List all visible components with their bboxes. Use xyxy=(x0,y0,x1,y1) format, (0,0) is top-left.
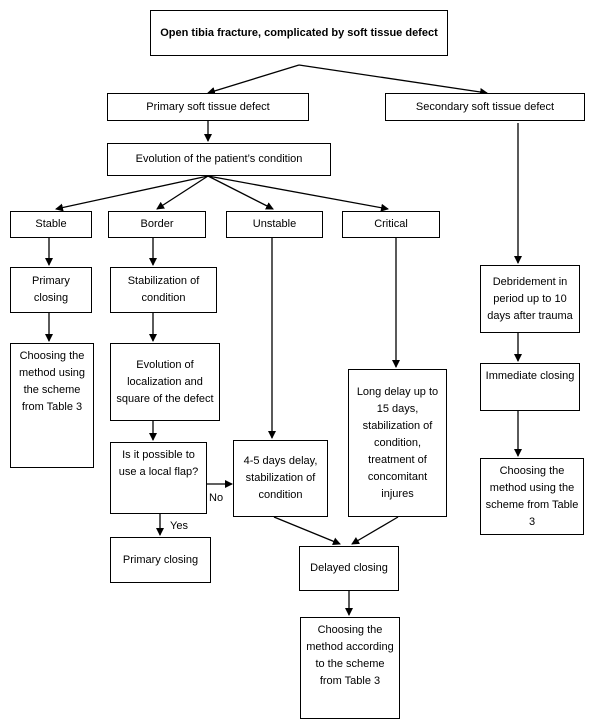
arrow-evolution-to-unstable xyxy=(207,175,274,210)
node-choosing-table3-stable: Choosing the method using the scheme fro… xyxy=(10,343,94,468)
node-evolution-localization: Evolution of localization and square of … xyxy=(110,343,220,421)
arrow-evolution-to-border xyxy=(156,175,209,210)
node-delayed-closing: Delayed closing xyxy=(299,546,399,591)
node-primary-closing-yes: Primary closing xyxy=(110,537,211,583)
node-unstable: Unstable xyxy=(226,211,323,238)
node-choosing-table3-delayed: Choosing the method according to the sch… xyxy=(300,617,400,719)
node-choosing-table3-secondary: Choosing the method using the scheme fro… xyxy=(480,458,584,535)
node-border: Border xyxy=(108,211,206,238)
node-stabilization-of-condition: Stabilization of condition xyxy=(110,267,217,313)
node-evolution-condition: Evolution of the patient’s condition xyxy=(107,143,331,176)
edge-label-no: No xyxy=(209,492,224,504)
node-critical: Critical xyxy=(342,211,440,238)
arrow-long-delay-to-delayed-closing xyxy=(351,516,399,545)
arrow-evolution-to-stable xyxy=(55,175,209,212)
node-secondary-defect: Secondary soft tissue defect xyxy=(385,93,585,121)
edge-label-yes: Yes xyxy=(170,520,188,532)
arrow-evolution-to-critical xyxy=(207,175,389,212)
arrow-root-to-secondary xyxy=(298,64,488,96)
node-stable: Stable xyxy=(10,211,92,238)
node-primary-defect: Primary soft tissue defect xyxy=(107,93,309,121)
node-root: Open tibia fracture, complicated by soft… xyxy=(150,10,448,56)
arrow-delay-to-delayed-closing xyxy=(273,516,341,546)
node-long-delay: Long delay up to 15 days, stabilization … xyxy=(348,369,447,517)
arrow-root-to-primary xyxy=(207,64,300,95)
node-local-flap-question: Is it possible to use a local flap? xyxy=(110,442,207,514)
node-primary-closing-stable: Primary closing xyxy=(10,267,92,313)
node-debridement: Debridement in period up to 10 days afte… xyxy=(480,265,580,333)
node-4-5-days-delay: 4-5 days delay, stabilization of conditi… xyxy=(233,440,328,517)
node-immediate-closing: Immediate closing xyxy=(480,363,580,411)
